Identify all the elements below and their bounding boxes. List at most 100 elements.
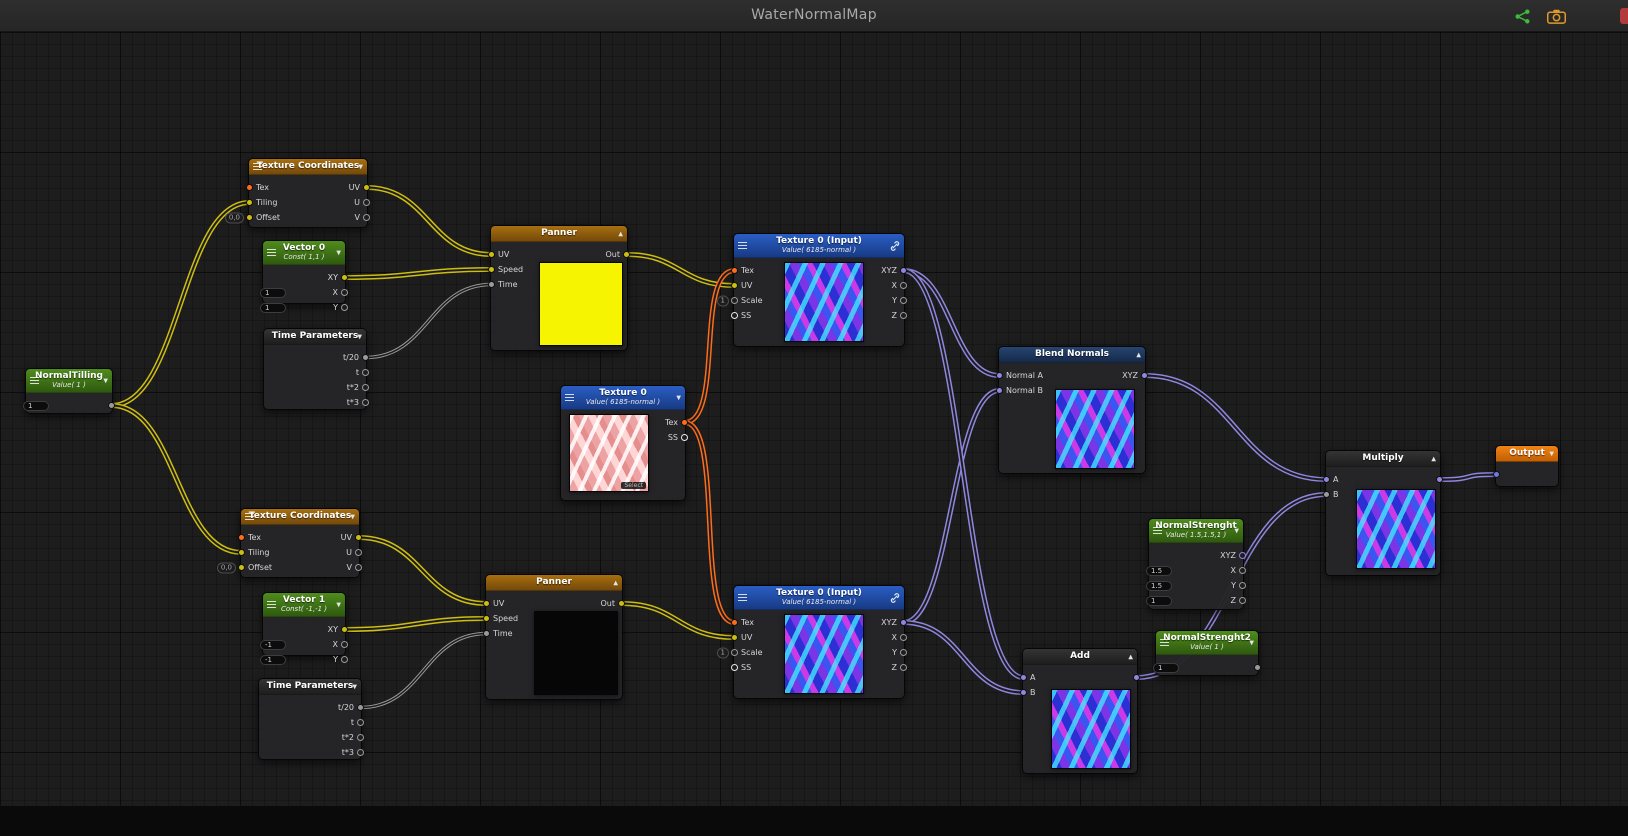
port-t20[interactable]	[357, 704, 364, 711]
value-field[interactable]: -1	[260, 639, 286, 650]
value-field[interactable]: 1	[260, 302, 286, 313]
collapse-arrow[interactable]: ▼	[352, 683, 357, 690]
clipped-edge-icon[interactable]	[1620, 8, 1628, 24]
port-t3[interactable]	[357, 749, 364, 756]
port-b[interactable]	[1020, 689, 1027, 696]
port-tiling[interactable]	[246, 199, 253, 206]
collapse-arrow[interactable]: ▼	[1234, 527, 1239, 534]
port-out[interactable]	[618, 600, 625, 607]
port-ss[interactable]	[731, 664, 738, 671]
port-a[interactable]	[1323, 476, 1330, 483]
link-icon[interactable]	[890, 240, 900, 251]
port-in[interactable]	[1493, 471, 1500, 478]
collapse-arrow[interactable]: ▲	[618, 230, 623, 237]
port-x[interactable]	[900, 634, 907, 641]
port-tex[interactable]	[681, 419, 688, 426]
port-speed[interactable]	[488, 266, 495, 273]
collapse-arrow[interactable]: ▼	[676, 394, 681, 401]
port-x[interactable]	[341, 289, 348, 296]
node-menu-icon[interactable]	[565, 393, 574, 402]
port-uv[interactable]	[488, 251, 495, 258]
node-menu-icon[interactable]	[267, 600, 276, 609]
select-button[interactable]: Select	[621, 482, 646, 489]
port-na[interactable]	[996, 372, 1003, 379]
collapse-arrow[interactable]: ▼	[1549, 450, 1554, 457]
port-xyz[interactable]	[1239, 552, 1246, 559]
port-t2[interactable]	[357, 734, 364, 741]
port-x[interactable]	[341, 641, 348, 648]
port-t2[interactable]	[362, 384, 369, 391]
port-out[interactable]	[623, 251, 630, 258]
port-out[interactable]	[108, 402, 115, 409]
port-tex[interactable]	[238, 534, 245, 541]
share-icon[interactable]	[1512, 6, 1532, 26]
value-field[interactable]: 1	[23, 400, 49, 411]
port-xy[interactable]	[341, 626, 348, 633]
node-menu-icon[interactable]	[253, 162, 262, 171]
value-field[interactable]: 1.5	[1146, 565, 1172, 576]
node-header[interactable]: Texture Coordinates▼	[241, 509, 359, 525]
port-u[interactable]	[355, 549, 362, 556]
node-menu-icon[interactable]	[738, 241, 747, 250]
port-uv[interactable]	[363, 184, 370, 191]
node-header[interactable]: Output▼	[1496, 446, 1558, 462]
port-tex[interactable]	[731, 267, 738, 274]
port-x[interactable]	[1239, 567, 1246, 574]
port-v[interactable]	[355, 564, 362, 571]
collapse-arrow[interactable]: ▼	[358, 163, 363, 170]
port-scale[interactable]	[731, 649, 738, 656]
port-y[interactable]	[900, 649, 907, 656]
collapse-arrow[interactable]: ▼	[357, 333, 362, 340]
port-y[interactable]	[341, 304, 348, 311]
port-x[interactable]	[900, 282, 907, 289]
port-nb[interactable]	[996, 387, 1003, 394]
port-t20[interactable]	[362, 354, 369, 361]
node-output[interactable]: Output▼	[1493, 445, 1559, 487]
port-uv[interactable]	[731, 282, 738, 289]
node-texin_b[interactable]: Texture 0 (Input)Value( 6185-normal )Tex…	[716, 585, 907, 699]
collapse-arrow[interactable]: ▼	[1249, 639, 1254, 646]
node-menu-icon[interactable]	[1153, 526, 1162, 535]
value-field[interactable]: 1.5	[1146, 580, 1172, 591]
screenshot-camera-icon[interactable]	[1546, 6, 1566, 26]
port-xyz[interactable]	[900, 267, 907, 274]
port-uv[interactable]	[731, 634, 738, 641]
node-header[interactable]: Panner▲	[491, 226, 627, 242]
collapse-arrow[interactable]: ▼	[336, 249, 341, 256]
port-v[interactable]	[363, 214, 370, 221]
port-offset[interactable]	[246, 214, 253, 221]
node-header[interactable]: Time Parameters▼	[264, 329, 366, 345]
value-field[interactable]: -1	[260, 654, 286, 665]
port-t[interactable]	[362, 369, 369, 376]
value-field[interactable]: 1	[260, 287, 286, 298]
port-xyz[interactable]	[1141, 372, 1148, 379]
port-y[interactable]	[1239, 582, 1246, 589]
value-field[interactable]: 1	[1146, 595, 1172, 606]
collapse-arrow[interactable]: ▲	[1431, 455, 1436, 462]
port-xy[interactable]	[341, 274, 348, 281]
node-header[interactable]: Blend Normals▲	[999, 347, 1145, 363]
port-time[interactable]	[488, 281, 495, 288]
collapse-arrow[interactable]: ▼	[350, 513, 355, 520]
port-out[interactable]	[1436, 476, 1443, 483]
port-xyz[interactable]	[900, 619, 907, 626]
value-field[interactable]: 1	[1153, 662, 1179, 673]
collapse-arrow[interactable]: ▼	[103, 377, 108, 384]
